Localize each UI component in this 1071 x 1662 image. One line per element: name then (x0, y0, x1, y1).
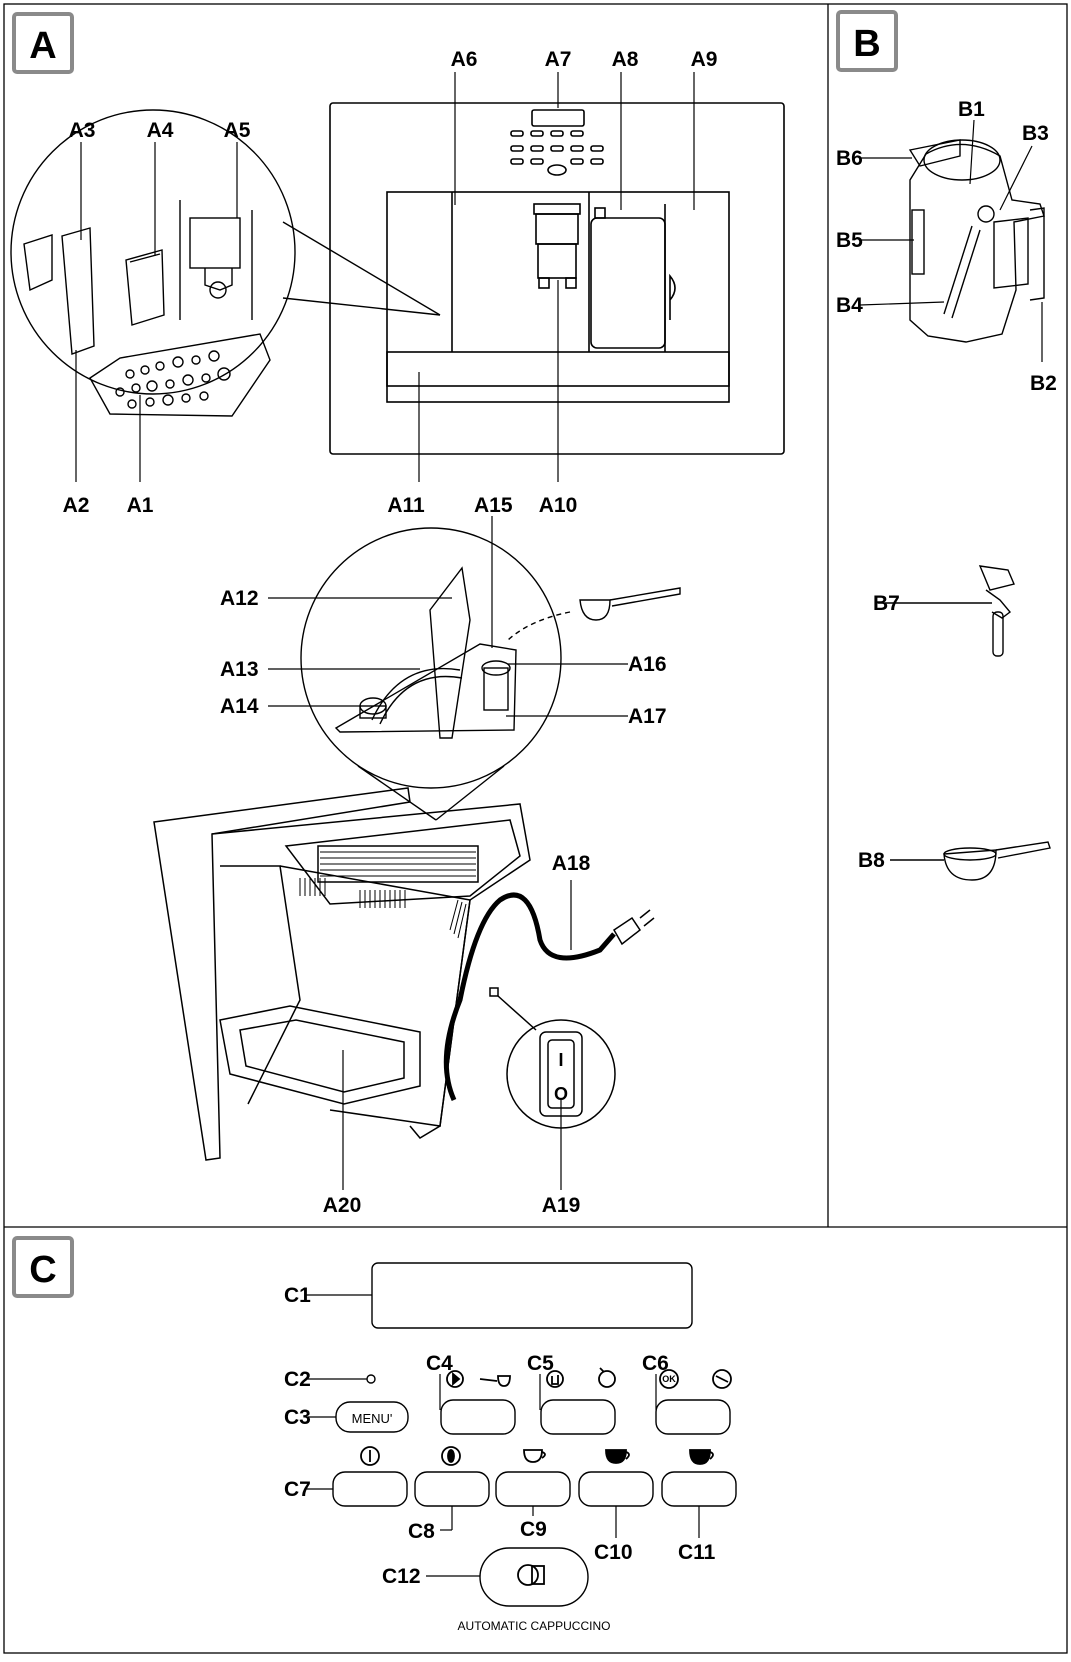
label-a19: A19 (542, 1194, 581, 1217)
label-a20: A20 (323, 1194, 362, 1217)
label-a8: A8 (612, 48, 639, 71)
label-c7: C7 (284, 1478, 311, 1501)
leader-lines-b (859, 119, 1043, 362)
power-switch-zoom (497, 995, 616, 1129)
label-a4: A4 (147, 119, 174, 142)
label-b3: B3 (1022, 122, 1049, 145)
power-button-c7 (332, 1471, 408, 1507)
leader-lines-c (306, 1294, 700, 1577)
section-c-badge: C (12, 1236, 74, 1298)
rinse-icon (598, 1367, 616, 1388)
label-a5: A5 (224, 119, 251, 142)
labels-b-carafe: B1 B3 B6 B5 B4 B2 (836, 98, 1057, 395)
label-a13: A13 (220, 658, 259, 681)
labels-a-top: A6 A7 A8 A9 A3 A4 A5 A2 A1 A11 A10 (63, 48, 718, 517)
svg-text:C: C (29, 1249, 56, 1291)
label-c12: C12 (382, 1565, 421, 1588)
labels-c: C1 C2 C3 C4 C5 C6 C7 C8 C9 C10 C11 C12 (284, 1284, 716, 1588)
section-b-badge: B (836, 10, 898, 72)
panel-icons (360, 1367, 732, 1586)
label-c11: C11 (678, 1541, 716, 1564)
label-a6: A6 (451, 48, 478, 71)
label-c2: C2 (284, 1368, 311, 1391)
internals-zoom-view (10, 109, 441, 417)
button-c8 (414, 1471, 490, 1507)
label-c8: C8 (408, 1520, 435, 1543)
label-b4: B4 (836, 294, 863, 317)
label-b2: B2 (1030, 372, 1057, 395)
menu-button-label: MENU' (352, 1411, 393, 1426)
label-c1: C1 (284, 1284, 311, 1307)
label-b5: B5 (836, 229, 863, 252)
cappuccino-button-c12 (479, 1547, 589, 1607)
leader-lines-drawer (268, 516, 628, 717)
label-a3: A3 (69, 119, 96, 142)
button-c4 (440, 1399, 516, 1435)
switch-off-symbol: O (554, 1084, 568, 1104)
label-b6: B6 (836, 147, 863, 170)
play-icon (446, 1370, 464, 1388)
label-a18: A18 (552, 852, 591, 875)
drawer-zoom-view (300, 527, 681, 821)
label-a9: A9 (691, 48, 718, 71)
label-a17: A17 (628, 705, 667, 728)
label-a14: A14 (220, 695, 259, 718)
svg-text:A: A (29, 25, 56, 67)
milk-carafe (908, 139, 1045, 343)
label-b7: B7 (873, 592, 900, 615)
label-a1: A1 (127, 494, 154, 517)
label-c9: C9 (520, 1518, 547, 1541)
label-a11: A11 (387, 494, 425, 517)
switch-on-symbol: I (558, 1050, 563, 1070)
label-c3: C3 (284, 1406, 311, 1429)
label-a10: A10 (539, 494, 578, 517)
display-c1 (371, 1262, 693, 1329)
nozzle-b7 (878, 565, 1015, 657)
scoop-b8 (890, 841, 1051, 881)
machine-rear-view (153, 787, 655, 1161)
label-b1: B1 (958, 98, 985, 121)
button-c11 (661, 1471, 737, 1507)
cappuccino-caption: AUTOMATIC CAPPUCCINO (458, 1619, 611, 1633)
coffee-cup-icon (605, 1449, 630, 1464)
label-b8: B8 (858, 849, 885, 872)
power-icon (360, 1446, 380, 1466)
label-a16: A16 (628, 653, 667, 676)
coffee-bean-icon (441, 1446, 461, 1466)
button-c9 (495, 1471, 571, 1507)
label-c5: C5 (527, 1352, 554, 1375)
label-a12: A12 (220, 587, 259, 610)
clean-icon (546, 1370, 564, 1388)
long-coffee-icon (689, 1449, 714, 1465)
indicator-c2 (366, 1374, 376, 1384)
espresso-cup-icon (523, 1449, 546, 1463)
steam-icon (712, 1369, 732, 1389)
ok-icon-text: OK (662, 1374, 676, 1384)
labels-drawer: A12 A13 A14 A15 A16 A17 (220, 494, 667, 728)
labels-base: A18 A20 A19 (323, 852, 591, 1217)
section-a-badge: A (12, 12, 74, 74)
ok-icon (659, 1369, 679, 1389)
label-c10: C10 (594, 1541, 633, 1564)
svg-text:OK: OK (662, 1374, 676, 1384)
label-a7: A7 (545, 48, 572, 71)
button-c6 (655, 1399, 731, 1435)
cappuccino-icon (517, 1564, 545, 1586)
label-a15: A15 (474, 494, 513, 517)
control-panel (332, 1262, 737, 1607)
button-c10 (578, 1471, 654, 1507)
leader-lines-base (342, 880, 572, 1190)
leader-lines-a-top (75, 72, 695, 482)
label-c6: C6 (642, 1352, 669, 1375)
svg-text:B: B (853, 23, 880, 65)
label-c4: C4 (426, 1352, 453, 1375)
power-switch-symbols: I O (554, 1050, 568, 1104)
button-c5 (540, 1399, 616, 1435)
label-a2: A2 (63, 494, 90, 517)
page-frame (3, 3, 1068, 1654)
machine-front (329, 102, 785, 455)
cup-fill-icon (479, 1375, 511, 1387)
